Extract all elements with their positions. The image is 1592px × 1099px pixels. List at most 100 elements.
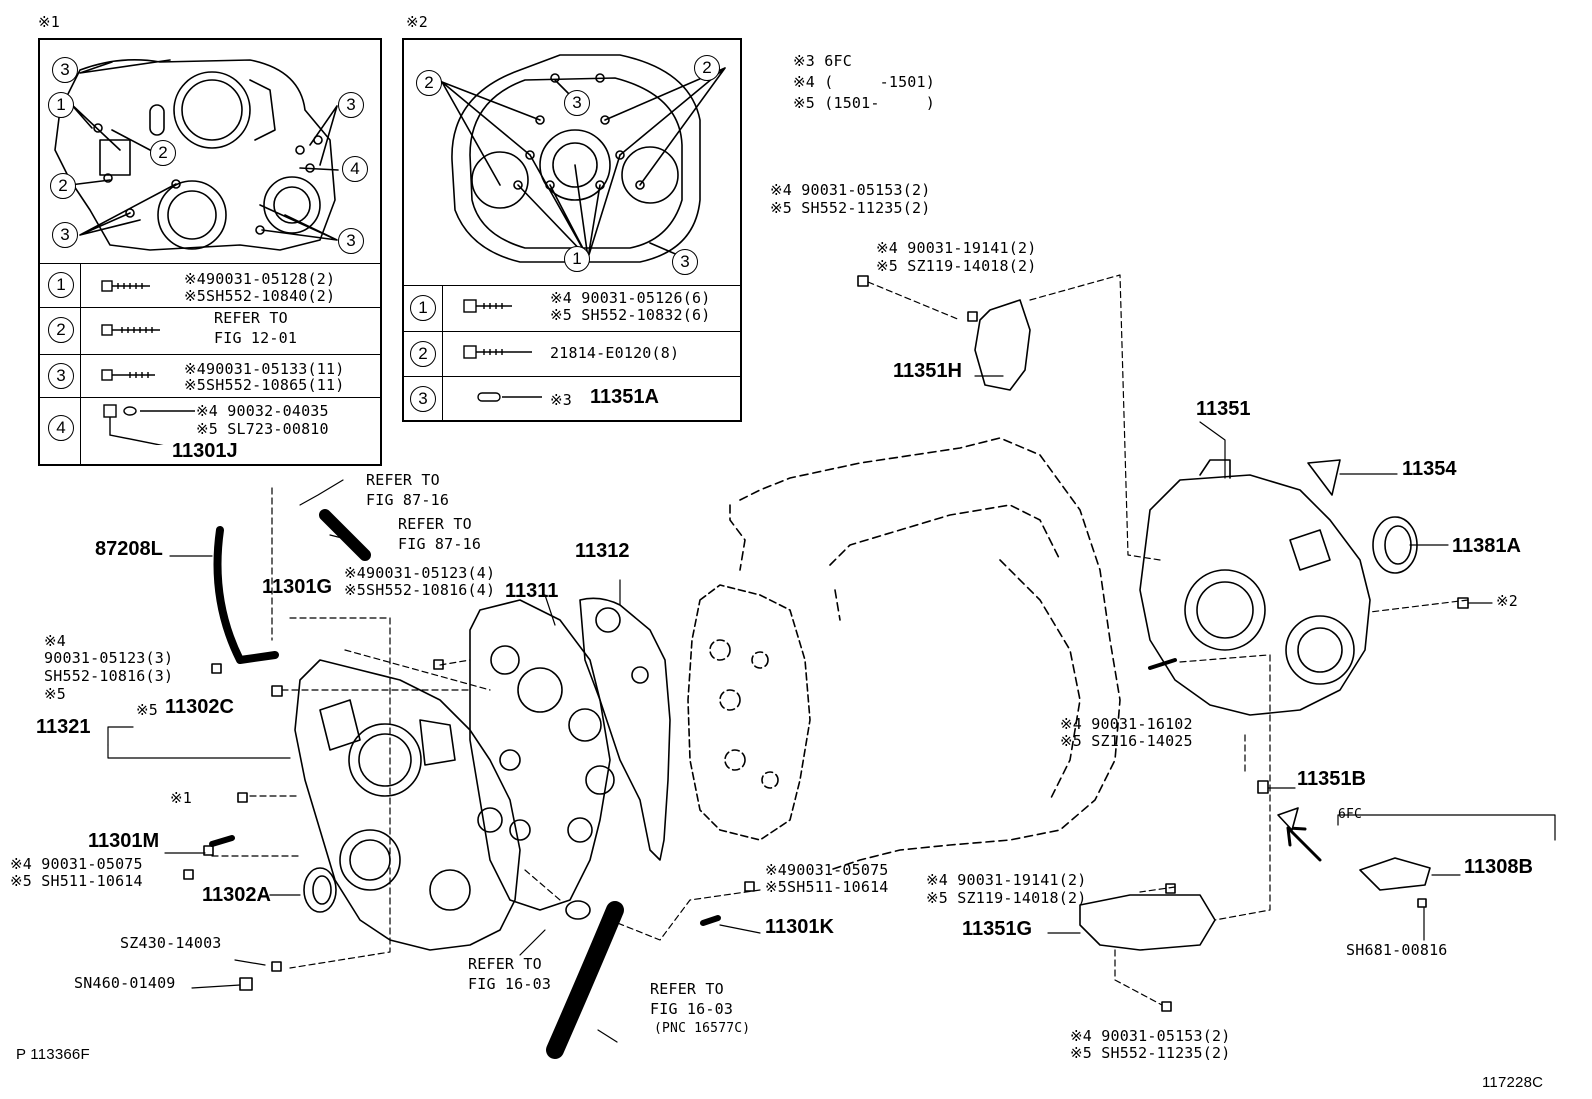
bolt-label: ※490031-05123(4) [344,564,496,582]
bolt-label: ※5 SH552-11235(2) [1070,1044,1231,1062]
sensor-11301K [700,915,721,926]
row-num: 3 [410,386,436,412]
gasket-11312 [579,597,671,861]
inset1-row2-line1: REFER TO [214,309,288,327]
pipe-87208L [213,526,279,664]
note-3: ※3 6FC [793,52,852,70]
callout-3: 3 [52,222,78,248]
inset2-divider [402,331,742,332]
callout-3: 3 [52,57,78,83]
bolt-label: ※4 90031-05153(2) [770,181,931,199]
direction-arrow [1286,826,1322,862]
inset1-timing-cover-drawing [54,58,339,251]
part-11351G: 11351G [962,918,1033,940]
inset2-box [402,38,742,422]
inset1-divider [38,307,382,308]
seal-11302A-inner [312,875,332,905]
inset1-row4-line1: ※4 90032-04035 [196,402,329,420]
part-11351: 11351 [1196,398,1251,420]
bolt-label: ※4 90031-05153(2) [1070,1027,1231,1045]
part-11381A: 11381A [1452,535,1521,557]
inset2-column-divider [442,285,443,422]
inset1-row1-line2: ※5SH552-10840(2) [184,287,336,305]
part-11311: 11311 [505,580,559,602]
inset1-row4-line2: ※5 SL723-00810 [196,420,329,438]
bolt-label: ※5 SZ119-14018(2) [876,257,1037,275]
inset2-marker: ※2 [406,13,428,31]
inset2-housing-drawing [441,54,726,263]
seal-11302A [303,867,337,913]
bolt-label: ※5 SZ116-14025 [1060,732,1193,750]
inset1-divider [38,354,382,355]
hose [319,509,371,561]
inset1-column-divider [80,263,81,466]
assembly-lines [211,274,1469,1006]
footer-right-code: 117228C [1482,1074,1544,1091]
bolt-label: ※5 SH552-11235(2) [770,199,931,217]
callout-4: 4 [342,156,368,182]
bolt-label: ※5SH511-10614 [765,878,889,896]
refer-to-label: REFER TO [398,515,472,533]
inset2-row2-line1: 21814-E0120(8) [550,344,680,362]
6fc-bracket [1337,814,1556,841]
footer-left-code: P 113366F [16,1046,90,1063]
bolt-label: SH552-10816(3) [44,667,174,685]
callout-2: 2 [150,140,176,166]
part-SZ430-14003: SZ430-14003 [120,934,222,952]
bolt-label: ※5 SH511-10614 [10,872,143,890]
row-num: 1 [48,272,74,298]
leader-lines [107,375,1493,1043]
row-num: 2 [410,341,436,367]
callout-1: 1 [564,246,590,272]
ref-5: ※5 [136,701,158,719]
refer-fig-label: FIG 16-03 [650,1000,734,1018]
cover-11308B [1359,857,1431,891]
bolt-label: ※5 [44,685,66,703]
bracket-11351H [974,299,1031,391]
part-SH681-00816: SH681-00816 [1346,941,1448,959]
part-11351A: 11351A [590,386,659,408]
part-11308B: 11308B [1464,856,1533,878]
callout-3: 3 [564,90,590,116]
ref-2: ※2 [1496,592,1518,610]
part-11302C: 11302C [165,696,234,718]
row-num: 3 [48,363,74,389]
bolt-label: 90031-05123(3) [44,649,174,667]
refer-fig-label: FIG 87-16 [398,535,482,553]
note-5: ※5 (1501- ) [793,94,935,112]
part-11301M: 11301M [88,830,160,852]
part-11321: 11321 [36,716,91,738]
bolt-label: ※4 90031-19141(2) [876,239,1037,257]
part-11351B: 11351B [1297,768,1366,790]
engine-plate-outline [687,584,811,841]
part-11301G: 11301G [262,576,333,598]
callout-2: 2 [694,55,720,81]
part-87208L: 87208L [95,538,163,560]
callout-3: 3 [338,92,364,118]
callout-3: 3 [672,249,698,275]
water-pipe [546,901,624,1059]
row-num: 4 [48,415,74,441]
bracket-11351G [1079,894,1216,951]
inset1-row3-line1: ※490031-05133(11) [184,360,345,378]
refer-to-label: REFER TO [366,471,440,489]
part-SN460-01409: SN460-01409 [74,974,176,992]
inset1-divider [38,263,382,264]
inset1-bolt-icons [101,280,195,445]
bolt-label: ※490031-05075 [765,861,889,879]
refer-fig-label: FIG 16-03 [468,975,552,993]
part-11351H: 11351H [893,360,962,382]
bolt-label: ※4 90031-16102 [1060,715,1193,733]
part-11301K: 11301K [765,916,834,938]
inset2-divider [402,376,742,377]
refer-to-label: REFER TO [650,980,724,998]
row-num: 2 [48,317,74,343]
inset2-row1-line1: ※4 90031-05126(6) [550,289,711,307]
part-11312: 11312 [575,540,630,562]
6fc-label: 6FC [1338,807,1363,822]
bolt-label: ※4 90031-05075 [10,855,143,873]
inset1-row2-line2: FIG 12-01 [214,329,298,347]
inset1-box [38,38,382,466]
part-11301J: 11301J [172,440,238,462]
